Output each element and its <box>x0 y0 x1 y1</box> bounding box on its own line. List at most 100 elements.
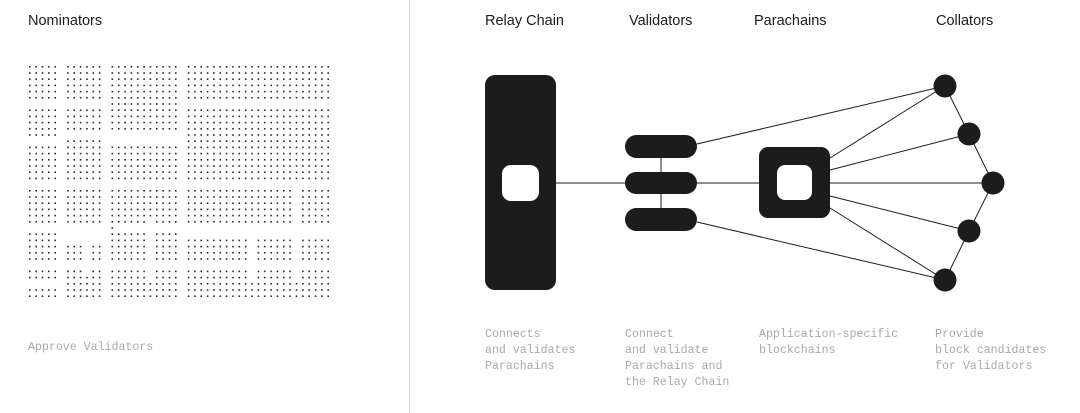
nominator-dot <box>244 84 247 87</box>
nominator-dot <box>289 66 291 68</box>
nominator-dot <box>92 289 95 291</box>
nominator-dot <box>67 295 69 297</box>
nominator-dot <box>156 103 158 105</box>
nominator-dot <box>321 196 323 198</box>
nominator-dot <box>257 208 260 211</box>
nominator-dot <box>302 221 304 223</box>
nominator-dot <box>263 134 266 136</box>
nominator-dot <box>111 295 114 297</box>
nominator-dot <box>270 134 272 136</box>
nominator-dot <box>232 258 234 260</box>
nominator-dot <box>289 78 291 80</box>
nominator-dot <box>162 196 164 198</box>
nominator-dot <box>175 196 177 198</box>
nominator-dot <box>232 165 234 167</box>
nominator-dot <box>54 121 56 124</box>
nominator-dot <box>92 177 95 180</box>
nominator-dot <box>213 121 215 124</box>
nominator-dot <box>200 258 202 260</box>
nominator-dot <box>98 78 101 80</box>
nominator-dot <box>124 177 126 180</box>
nominator-dot <box>67 208 69 211</box>
nominator-dot <box>149 196 152 198</box>
relay-chain-node <box>485 75 556 290</box>
nominator-dot <box>117 214 120 217</box>
nominator-dot <box>86 276 88 279</box>
nominator-dot <box>35 84 37 87</box>
nominator-dot <box>321 128 323 130</box>
nominator-dot <box>200 214 202 217</box>
nominator-dot <box>232 245 234 248</box>
nominator-dot <box>308 245 310 248</box>
nominator-dot <box>251 190 253 192</box>
nominator-dot <box>187 159 190 161</box>
nominator-dot <box>257 152 260 155</box>
nominator-dot <box>73 289 75 291</box>
nominator-dot <box>187 171 190 173</box>
nominator-dot <box>162 103 164 105</box>
nominator-dot <box>41 146 44 149</box>
nominator-dot <box>162 72 164 74</box>
nominator-dot <box>213 208 215 211</box>
nominator-dot <box>29 289 31 291</box>
nominator-dot <box>244 289 247 291</box>
nominator-dot <box>308 121 310 124</box>
nominator-dot <box>213 239 215 242</box>
nominator-dot <box>187 177 190 180</box>
nominator-dot <box>257 202 260 204</box>
nominator-dot <box>162 152 164 155</box>
nominator-dot <box>124 289 126 291</box>
nominator-dot <box>143 66 145 68</box>
nominator-dot <box>283 202 285 204</box>
nominator-dot <box>73 252 75 254</box>
nominator-dot <box>79 245 82 248</box>
nominator-dot <box>124 103 126 105</box>
nominator-dot <box>111 202 114 204</box>
nominator-dot <box>276 146 279 149</box>
nominator-dot <box>117 295 120 297</box>
nominator-dot <box>321 84 323 87</box>
nominator-dot <box>67 90 69 93</box>
nominator-dot <box>92 202 95 204</box>
nominator-dot <box>162 245 164 248</box>
nominator-dot <box>321 121 323 124</box>
nominator-dot <box>156 146 158 149</box>
nominator-dot <box>111 66 114 68</box>
nominator-dot <box>283 214 285 217</box>
nominator-dot <box>29 72 31 74</box>
nominator-dot <box>48 221 50 223</box>
nominator-dot <box>263 171 266 173</box>
nominator-dot <box>225 196 228 198</box>
nominator-dot <box>289 171 291 173</box>
nominator-dot <box>283 177 285 180</box>
nominator-dot <box>143 245 145 248</box>
nominator-dot <box>130 165 133 167</box>
nominator-dot <box>327 115 329 118</box>
nominator-dot <box>276 208 279 211</box>
nominator-dot <box>156 233 158 235</box>
nominator-dot <box>219 72 222 74</box>
nominator-dot <box>29 276 31 279</box>
nominator-dot <box>257 121 260 124</box>
nominator-dot <box>213 66 215 68</box>
nominator-dot <box>206 146 209 149</box>
nominator-dot <box>41 66 44 68</box>
nominator-dot <box>41 276 44 279</box>
nominator-dot <box>175 239 177 242</box>
nominator-dot <box>149 171 152 173</box>
nominator-dot <box>200 97 202 99</box>
nominator-dot <box>206 152 209 155</box>
nominator-dot <box>136 146 139 149</box>
nominator-dot <box>48 295 50 297</box>
nominator-dot <box>225 208 228 211</box>
nominator-dot <box>257 140 260 142</box>
nominator-dot <box>263 258 266 260</box>
nominator-dot <box>232 121 234 124</box>
nominator-dot <box>321 289 323 291</box>
nominator-dot <box>130 103 133 105</box>
nominator-dot <box>321 146 323 149</box>
nominator-dot <box>29 90 31 93</box>
nominator-dot <box>263 190 266 192</box>
nominator-dot <box>41 152 44 155</box>
nominator-dot <box>238 214 241 217</box>
